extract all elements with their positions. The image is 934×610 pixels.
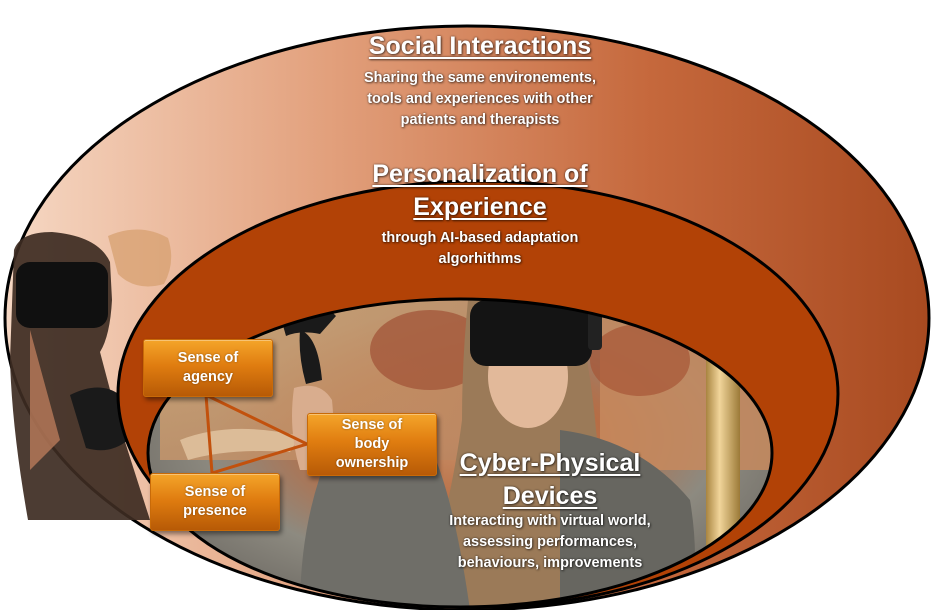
- vr-headset-icon: [16, 262, 108, 328]
- social-desc-line: Sharing the same environements,: [363, 70, 597, 86]
- social-interactions-description: Sharing the same environements, tools an…: [290, 68, 670, 131]
- sense-of-presence-box: Sense of presence: [150, 473, 280, 531]
- sense-of-body-ownership-box: Sense of body ownership: [307, 413, 437, 476]
- social-interactions-title: Social Interactions: [368, 32, 592, 60]
- cyber-desc-line: assessing performances,: [462, 534, 638, 550]
- sense-line: ownership: [335, 455, 409, 471]
- cyber-physical-title: Cyber-Physical Devices: [440, 447, 660, 513]
- sense-of-body-ownership-label: Sense of body ownership: [336, 416, 409, 473]
- vr-headset-icon: [470, 300, 592, 366]
- cyber-physical-description: Interacting with virtual world, assessin…: [410, 511, 690, 574]
- left-person-photo: [10, 229, 172, 520]
- controller-icon: [70, 387, 128, 451]
- cyber-desc-line: behaviours, improvements: [457, 555, 643, 571]
- sense-line: presence: [183, 503, 247, 519]
- sense-line: Sense of: [184, 484, 246, 500]
- social-desc-line: patients and therapists: [400, 112, 560, 128]
- sense-of-agency-box: Sense of agency: [143, 339, 273, 397]
- sense-of-presence-label: Sense of presence: [183, 483, 247, 521]
- personalization-title-line: Experience: [413, 193, 547, 221]
- personalization-desc-line: algorhithms: [438, 251, 522, 267]
- personalization-desc-line: through AI-based adaptation: [381, 230, 579, 246]
- sense-line: agency: [183, 369, 233, 385]
- cyber-title-line: Devices: [502, 482, 598, 510]
- sense-line: body: [354, 436, 390, 452]
- personalization-title: Personalization of Experience: [310, 158, 650, 224]
- sense-line: Sense of: [341, 417, 403, 433]
- sense-line: Sense of: [177, 350, 239, 366]
- inner-ellipse-cyber: [146, 297, 774, 609]
- cyber-title-line: Cyber-Physical: [459, 449, 641, 477]
- sense-triangle: [204, 392, 312, 475]
- personalization-title-line: Personalization of: [372, 160, 588, 188]
- social-desc-line: tools and experiences with other: [367, 91, 593, 107]
- cyber-desc-line: Interacting with virtual world,: [449, 513, 651, 529]
- sense-of-agency-label: Sense of agency: [178, 349, 238, 387]
- personalization-description: through AI-based adaptation algorhithms: [320, 228, 640, 270]
